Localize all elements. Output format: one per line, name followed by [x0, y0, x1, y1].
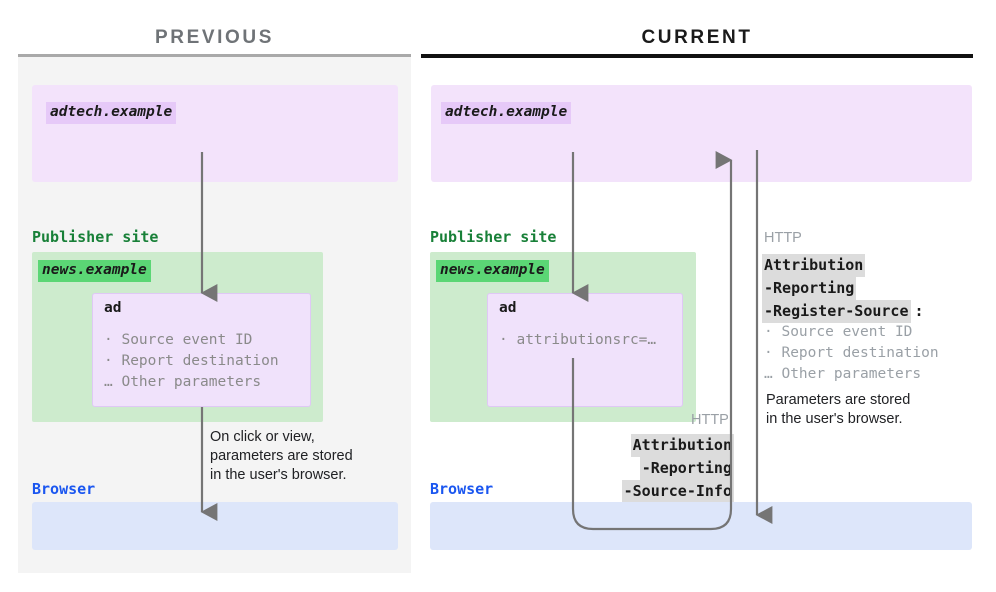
http-response-header: Attribution -Reporting -Register-Source:: [762, 254, 924, 323]
http-protocol-label-response: HTTP: [764, 230, 802, 246]
http-request-header: Attribution -Reporting -Source-Info: [608, 434, 734, 503]
request-header-line-2: -Reporting: [639, 457, 734, 480]
publisher-domain-chip-previous: news.example: [38, 260, 151, 282]
request-header-line-1: Attribution: [630, 434, 734, 457]
annotation-current: Parameters are stored in the user's brow…: [766, 392, 911, 427]
publisher-site-label-previous: Publisher site: [32, 228, 159, 246]
response-header-line-2: -Reporting: [762, 277, 857, 300]
response-header-line-1: Attribution: [762, 254, 866, 277]
adtech-domain-chip-previous: adtech.example: [46, 102, 177, 124]
browser-region-previous: [32, 502, 398, 550]
adtech-domain-chip-current: adtech.example: [441, 102, 572, 124]
ad-label-previous: ad: [104, 300, 122, 316]
panel-title-current: CURRENT: [641, 27, 753, 48]
adtech-region-current: [431, 85, 972, 182]
adtech-region-previous: [32, 85, 398, 182]
response-header-colon: :: [914, 302, 924, 320]
response-header-line-3: -Register-Source: [762, 300, 911, 323]
ad-parameter-list-current: · attributionsrc=…: [499, 332, 657, 348]
response-parameter-list: · Source event ID · Report destination ……: [764, 324, 939, 382]
browser-label-current: Browser: [430, 480, 494, 498]
annotation-previous: On click or view, parameters are stored …: [210, 429, 353, 483]
request-header-line-3: -Source-Info: [621, 480, 734, 503]
browser-region-current: [430, 502, 972, 550]
panel-title-previous: PREVIOUS: [155, 27, 274, 48]
http-protocol-label-request: HTTP: [691, 412, 729, 428]
browser-label-previous: Browser: [32, 480, 96, 498]
ad-label-current: ad: [499, 300, 517, 316]
ad-box-previous: [92, 293, 311, 407]
ad-parameter-list-previous: · Source event ID · Report destination ……: [104, 332, 279, 390]
publisher-site-label-current: Publisher site: [430, 228, 557, 246]
publisher-domain-chip-current: news.example: [436, 260, 549, 282]
